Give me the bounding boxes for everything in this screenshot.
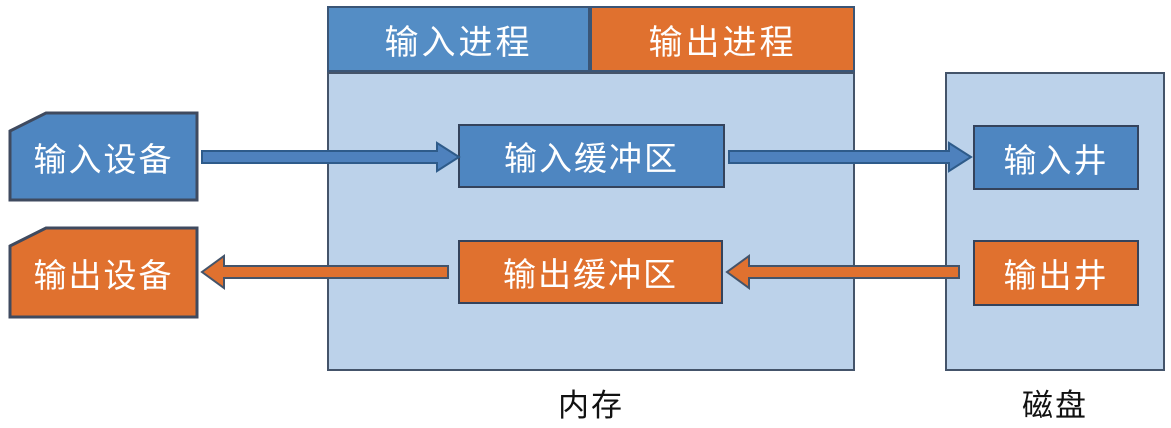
memory-caption-label: 内存: [558, 388, 624, 424]
arrow-input-buffer-to-well: [728, 141, 973, 173]
memory-container: [327, 72, 855, 371]
memory-caption: 内存: [327, 380, 855, 426]
output-device-shape: [8, 226, 199, 319]
input-well-label: 输入井: [1003, 140, 1109, 180]
output-buffer-label: 输出缓冲区: [503, 255, 678, 294]
output-process-header: 输出进程: [590, 6, 855, 72]
disk-caption-label: 磁盘: [1022, 388, 1088, 424]
input-process-header: 输入进程: [327, 6, 590, 72]
arrow-input-device-to-buffer: [201, 141, 461, 173]
output-buffer-box: 输出缓冲区: [458, 240, 723, 304]
output-well-label: 输出井: [1003, 256, 1109, 295]
output-well-box: 输出井: [973, 240, 1139, 306]
input-device-shape: [8, 111, 199, 202]
input-process-label: 输入进程: [384, 22, 533, 63]
input-buffer-box: 输入缓冲区: [458, 124, 725, 188]
arrow-output-buffer-to-device: [200, 254, 449, 290]
disk-container: [945, 72, 1165, 371]
arrow-output-well-to-buffer: [725, 254, 960, 290]
disk-caption: 磁盘: [945, 380, 1165, 426]
output-process-label: 输出进程: [648, 22, 797, 63]
input-buffer-label: 输入缓冲区: [504, 139, 679, 178]
input-well-box: 输入井: [973, 125, 1139, 190]
